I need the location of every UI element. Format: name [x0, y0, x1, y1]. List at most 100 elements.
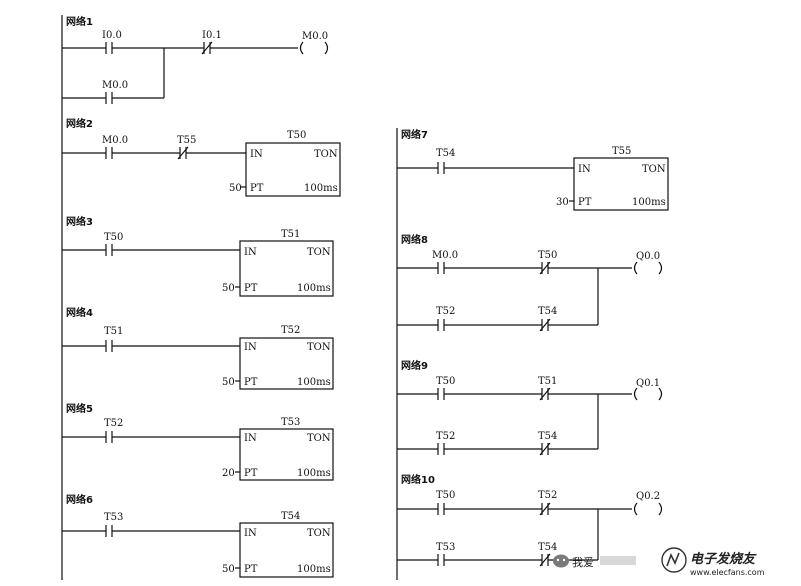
network-label: 网络3	[66, 215, 93, 228]
contact-no	[437, 443, 445, 455]
timer-box	[239, 240, 334, 297]
timer-in: IN	[244, 528, 257, 539]
watermark: 我爱 电子发烧友 www.elecfans.com	[553, 547, 765, 577]
network-1: 网络1 I0.0 I0.1 M0.0 M0.0	[62, 15, 328, 104]
contact-no	[105, 42, 113, 54]
contact-label: M0.0	[432, 250, 458, 261]
contact-no	[105, 147, 113, 159]
contact-label: T50	[104, 232, 123, 243]
contact-label: T54	[538, 542, 557, 553]
contact-label: T50	[436, 376, 455, 387]
network-label: 网络10	[401, 473, 435, 486]
contact-label: T54	[538, 306, 557, 317]
network-label: 网络7	[401, 128, 428, 141]
timer-in: IN	[244, 342, 257, 353]
watermark-left-text: 我爱	[572, 556, 594, 569]
contact-label: T52	[436, 306, 455, 317]
contact-label: T54	[436, 148, 455, 159]
coil	[633, 502, 663, 516]
timer-base: 100ms	[297, 283, 331, 294]
timer-box	[245, 142, 341, 197]
blurred-block	[600, 556, 636, 565]
contact-label: T53	[104, 512, 123, 523]
timer-label: T53	[281, 417, 300, 428]
timer-box	[239, 522, 334, 578]
network-label: 网络2	[66, 117, 93, 130]
network-label: 网络1	[66, 15, 93, 28]
timer-type: TON	[307, 342, 331, 353]
timer-pt: PT	[244, 377, 258, 388]
contact-label: T52	[538, 490, 557, 501]
network-label: 网络4	[66, 306, 93, 319]
timer-label: T54	[281, 511, 300, 522]
timer-type: TON	[307, 528, 331, 539]
contact-no	[105, 92, 113, 104]
contact-label: T51	[104, 326, 123, 337]
coil-label: Q0.0	[636, 251, 660, 262]
timer-in: IN	[244, 247, 257, 258]
watermark-url-text: www.elecfans.com	[690, 568, 765, 577]
contact-label: T52	[436, 431, 455, 442]
contact-label: T50	[436, 490, 455, 501]
timer-pt: PT	[244, 283, 258, 294]
timer-type: TON	[307, 247, 331, 258]
network-label: 网络6	[66, 493, 93, 506]
coil-label: Q0.2	[636, 491, 660, 502]
timer-preset: 50	[229, 183, 242, 194]
timer-base: 100ms	[297, 377, 331, 388]
timer-box	[239, 337, 334, 390]
contact-no	[105, 431, 113, 443]
contact-label: T53	[436, 542, 455, 553]
contact-label: T50	[538, 250, 557, 261]
contact-no	[105, 525, 113, 537]
contact-label: I0.0	[102, 30, 122, 41]
contact-label: M0.0	[102, 135, 128, 146]
contact-no	[437, 503, 445, 515]
timer-type: TON	[314, 149, 338, 160]
elecfans-logo-icon	[661, 547, 687, 573]
network-6: 网络6 T53 T54 IN TON 50 PT 100ms	[62, 493, 334, 578]
coil	[633, 387, 663, 401]
coil-label: Q0.1	[636, 378, 660, 389]
timer-type: TON	[642, 164, 666, 175]
timer-preset: 30	[556, 197, 569, 208]
timer-in: IN	[250, 149, 263, 160]
network-3: 网络3 T50 T51 IN TON 50 PT 100ms	[62, 215, 334, 297]
timer-label: T51	[281, 229, 300, 240]
network-label: 网络9	[401, 359, 428, 372]
network-9: 网络9 T50 T51 Q0.1 T52 T54	[397, 359, 663, 456]
network-4: 网络4 T51 T52 IN TON 50 PT 100ms	[62, 306, 334, 390]
watermark-brand-text: 电子发烧友	[690, 551, 757, 567]
timer-box	[573, 157, 669, 211]
contact-no	[437, 162, 445, 174]
contact-no	[437, 554, 445, 566]
timer-preset: 50	[222, 283, 235, 294]
coil	[299, 41, 329, 55]
contact-no	[105, 340, 113, 352]
network-label: 网络5	[66, 402, 93, 415]
network-2: 网络2 M0.0 T55 T50 IN TON 50 PT 100ms	[62, 117, 341, 197]
network-5: 网络5 T52 T53 IN TON 20 PT 100ms	[62, 402, 334, 481]
contact-label: T51	[538, 376, 557, 387]
coil	[633, 261, 663, 275]
timer-preset: 50	[222, 564, 235, 575]
contact-no	[437, 262, 445, 274]
contact-label: T54	[538, 431, 557, 442]
coil-label: M0.0	[302, 31, 328, 42]
timer-label: T52	[281, 325, 300, 336]
timer-label: T55	[612, 146, 631, 157]
contact-no	[105, 244, 113, 256]
timer-pt: PT	[250, 183, 264, 194]
contact-label: I0.1	[202, 30, 222, 41]
chat-bubble-icon	[553, 554, 569, 568]
network-8: 网络8 M0.0 T50 Q0.0 T52 T54	[397, 233, 663, 332]
network-7: 网络7 T54 T55 IN TON 30 PT 100ms	[397, 128, 669, 211]
timer-base: 100ms	[297, 564, 331, 575]
network-10: 网络10 T50 T52 Q0.2 T53 T54	[397, 473, 663, 567]
timer-box	[239, 428, 334, 481]
network-label: 网络8	[401, 233, 428, 246]
timer-in: IN	[578, 164, 591, 175]
timer-pt: PT	[578, 197, 592, 208]
timer-in: IN	[244, 433, 257, 444]
